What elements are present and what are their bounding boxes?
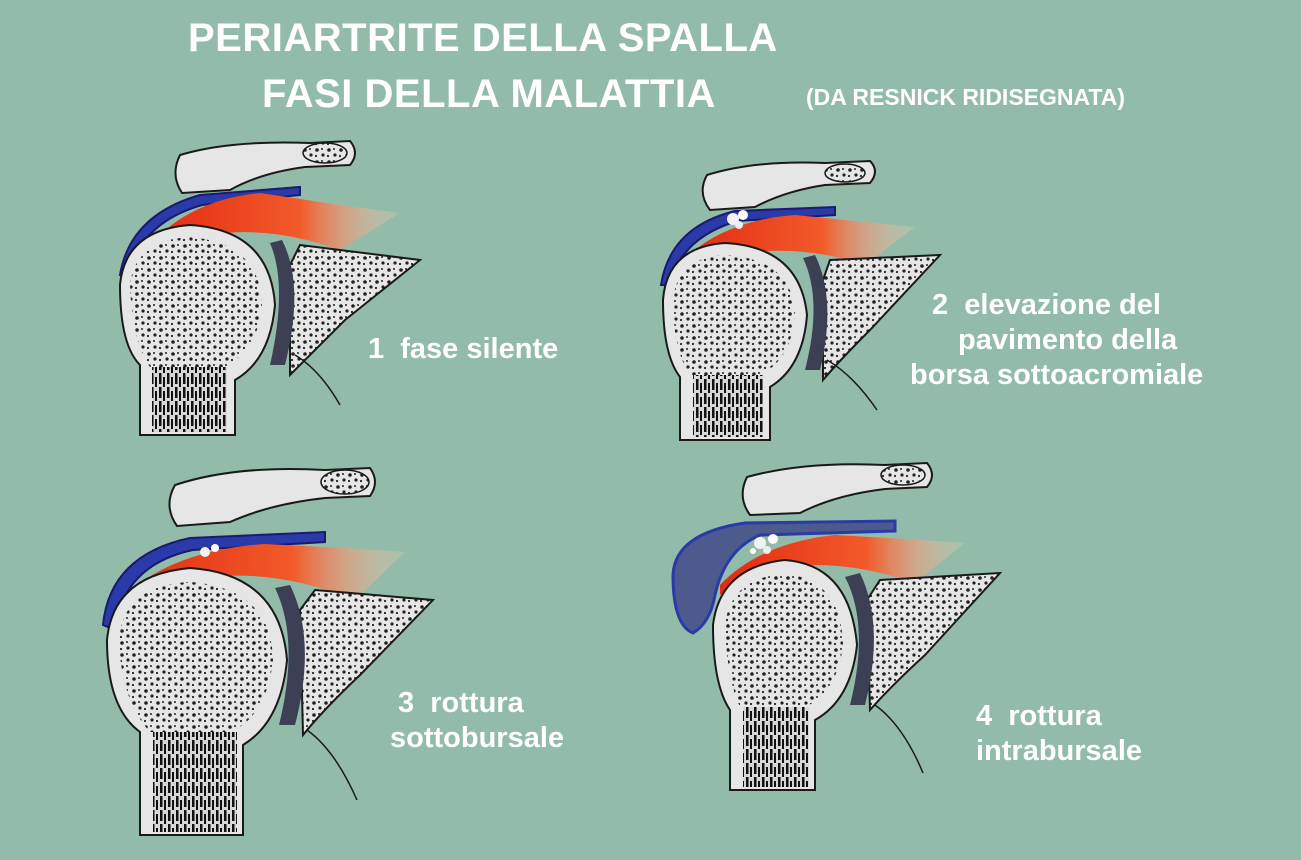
acromion-clavicle xyxy=(741,461,933,517)
joint-cartilage xyxy=(270,240,295,365)
scapula xyxy=(822,253,943,383)
stage-1-illustration xyxy=(110,135,440,445)
stage-4-label: 4 rottura intrabursale xyxy=(976,699,1142,769)
stage-4-illustration xyxy=(665,455,1005,795)
stage-text-line: intrabursale xyxy=(976,735,1142,767)
acromion-clavicle xyxy=(168,466,376,528)
stage-2-illustration xyxy=(655,155,955,445)
supraspinatus-tendon xyxy=(150,193,400,260)
scapula xyxy=(298,588,436,738)
stage-text-line: borsa sottoacromiale xyxy=(910,359,1204,391)
stage-1-label: 1 fase silente xyxy=(368,332,558,367)
supraspinatus-tendon xyxy=(125,544,405,610)
source-note: (DA RESNICK RIDISEGNATA) xyxy=(806,84,1126,110)
stage-text-line: fase silente xyxy=(400,333,559,365)
stage-text-line: elevazione del xyxy=(964,289,1161,321)
acromion-clavicle xyxy=(174,139,356,195)
stage-number: 1 xyxy=(368,333,385,365)
stage-text-line: sottobursale xyxy=(390,722,565,754)
supraspinatus-tendon xyxy=(720,535,965,595)
joint-cartilage xyxy=(275,585,305,725)
stage-text-line: pavimento della xyxy=(958,324,1178,356)
stage-number: 3 xyxy=(398,687,415,719)
stage-text-line: rottura xyxy=(1008,700,1102,732)
bursa-distended xyxy=(671,519,897,635)
scapula xyxy=(865,571,1003,713)
diagram-title: PERIARTRITE DELLA SPALLA xyxy=(188,16,778,60)
stage-3-label: 3 rottura sottobursale xyxy=(390,686,564,756)
stage-2-label: 2 elevazione del pavimento della borsa s… xyxy=(910,288,1203,393)
joint-cartilage xyxy=(845,573,874,705)
stage-3-illustration xyxy=(95,460,440,840)
stage-number: 4 xyxy=(976,700,993,732)
diagram-subtitle: FASI DELLA MALATTIA xyxy=(262,72,716,116)
scapula xyxy=(289,243,423,378)
calcific-deposit xyxy=(727,210,748,229)
joint-cartilage xyxy=(803,255,828,370)
calcific-deposit xyxy=(750,534,778,554)
acromion-clavicle xyxy=(701,159,876,212)
stage-text-line: rottura xyxy=(430,687,524,719)
stage-number: 2 xyxy=(932,289,949,321)
